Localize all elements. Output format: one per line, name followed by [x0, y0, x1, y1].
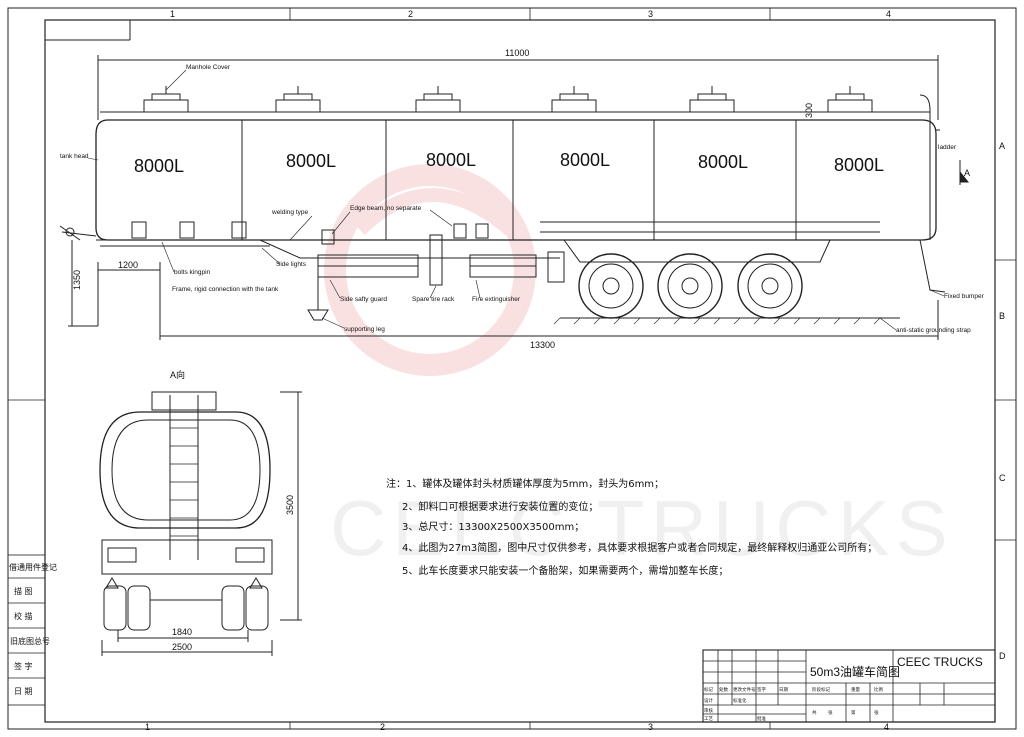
label-spare-tire: Spare tire rack	[412, 296, 455, 303]
label-frame: Frame, rigid connection with the tank	[172, 286, 279, 293]
note-3: 3、总尺寸：13300X2500X3500mm；	[402, 520, 584, 533]
compartment-6-label: 8000L	[834, 155, 884, 175]
note-5: 5、此车长度要求只能安装一个备胎架，如果需要两个，需增加整车长度；	[402, 564, 728, 577]
tb-cell-9: 比例	[874, 686, 883, 693]
col-label-bottom-3: 3	[648, 722, 653, 732]
strip-cell-5: 签 字	[14, 661, 33, 671]
note-2: 2、卸料口可根据要求进行安装位置的变位；	[402, 500, 598, 513]
label-tank-head: tank head	[60, 153, 89, 160]
col-label-4: 4	[886, 9, 891, 19]
tb-cell-4: 日期	[779, 687, 788, 693]
watermark: CEEC TRUCKS	[324, 164, 954, 572]
label-manhole-cover: Manhole Cover	[186, 64, 231, 71]
dim-height: 1350	[72, 270, 82, 290]
tb-cell-5: 设计	[704, 697, 713, 704]
dim-total-length: 13300	[530, 340, 555, 350]
tb-cell-7: 阶段标记	[812, 686, 830, 693]
left-strip	[7, 554, 46, 706]
label-bolts-kingpin: bolts kingpin	[174, 269, 211, 276]
col-label-bottom-1: 1	[145, 722, 150, 732]
tb-cell-13: 共	[812, 709, 817, 716]
tb-cell-11: 工艺	[704, 716, 713, 721]
notes: 注：1、罐体及罐体封头材质罐体厚度为5mm，封头为6mm； 2、卸料口可根据要求…	[386, 477, 877, 577]
rear-wheels	[578, 253, 803, 319]
tb-cell-8: 重量	[851, 686, 860, 693]
rear-view	[99, 391, 302, 656]
label-extinguisher: Fire extinguisher	[472, 296, 521, 303]
title-block	[702, 649, 996, 723]
tb-cell-6: 标准化	[733, 697, 747, 704]
col-label-bottom-2: 2	[380, 722, 385, 732]
compartment-4-label: 8000L	[560, 150, 610, 170]
label-edge-beam: Edge beam, no separate	[350, 205, 422, 212]
compartment-3-label: 8000L	[426, 150, 476, 170]
tb-cell-14: 张	[828, 709, 833, 716]
tb-cell-2: 更改文件号	[733, 686, 756, 693]
tb-cell-12: 批准	[757, 715, 766, 722]
tb-cell-10: 审核	[704, 707, 713, 714]
view-marker-A: A	[964, 168, 970, 178]
dim-top: 300	[804, 103, 814, 118]
strip-cell-2: 描 图	[14, 586, 33, 596]
rear-view-title: A向	[170, 369, 185, 380]
inner-border	[44, 19, 996, 723]
outer-border	[7, 7, 1017, 730]
tb-cell-1: 处数	[719, 686, 728, 693]
note-4: 4、此图为27m3简图，图中尺寸仅供参考，具体要求根据客户或者合同规定，最终解释…	[402, 541, 877, 554]
label-supporting-leg: supporting leg	[344, 326, 385, 333]
label-welding-type: welding type	[271, 209, 309, 216]
row-label-A: A	[999, 141, 1005, 151]
side-view	[59, 55, 970, 340]
label-fixed-bumper: Fixed bumper	[944, 293, 985, 300]
col-label-1: 1	[170, 9, 175, 19]
row-label-B: B	[999, 311, 1005, 321]
rear-dim-outer-width: 2500	[172, 642, 192, 652]
company-name: CEEC TRUCKS	[897, 655, 983, 669]
label-ladder: ladder	[938, 144, 957, 151]
label-side-guard: Side safty guard	[340, 296, 387, 303]
dim-front-offset: 1200	[118, 260, 138, 270]
title-block-cells: 标记 处数 更改文件号 签字 日期 设计 标准化 阶段标记 重量 比例 审核 工…	[704, 686, 883, 722]
dim-overall-length: 11000	[505, 48, 529, 58]
row-label-D: D	[999, 651, 1006, 661]
drawing-title: 50m3油罐车简图	[810, 664, 900, 679]
col-label-2: 2	[408, 9, 413, 19]
compartment-2-label: 8000L	[286, 151, 336, 171]
col-label-3: 3	[648, 9, 653, 19]
compartment-1-label: 8000L	[134, 156, 184, 176]
strip-cell-3: 校 描	[14, 611, 33, 621]
col-label-bottom-4: 4	[884, 722, 889, 732]
strip-cell-1: 借通用件登记	[9, 562, 57, 572]
label-grounding-strap: anti-static grounding strap	[896, 327, 971, 334]
label-side-lights: Side lights	[276, 261, 307, 268]
strip-cell-4: 旧底图总号	[10, 636, 50, 646]
tb-cell-16: 张	[874, 709, 879, 716]
tb-cell-0: 标记	[704, 686, 713, 693]
note-1: 注：1、罐体及罐体封头材质罐体厚度为5mm，封头为6mm；	[386, 477, 664, 490]
strip-cell-6: 日 期	[14, 687, 33, 696]
tb-cell-15: 第	[851, 709, 856, 716]
compartment-5-label: 8000L	[698, 152, 748, 172]
rear-dim-inner-width: 1840	[172, 627, 192, 637]
row-label-C: C	[999, 473, 1006, 483]
rear-dim-height: 3500	[285, 495, 295, 515]
tb-cell-3: 签字	[757, 686, 766, 692]
watermark-text: CEEC TRUCKS	[330, 484, 954, 572]
